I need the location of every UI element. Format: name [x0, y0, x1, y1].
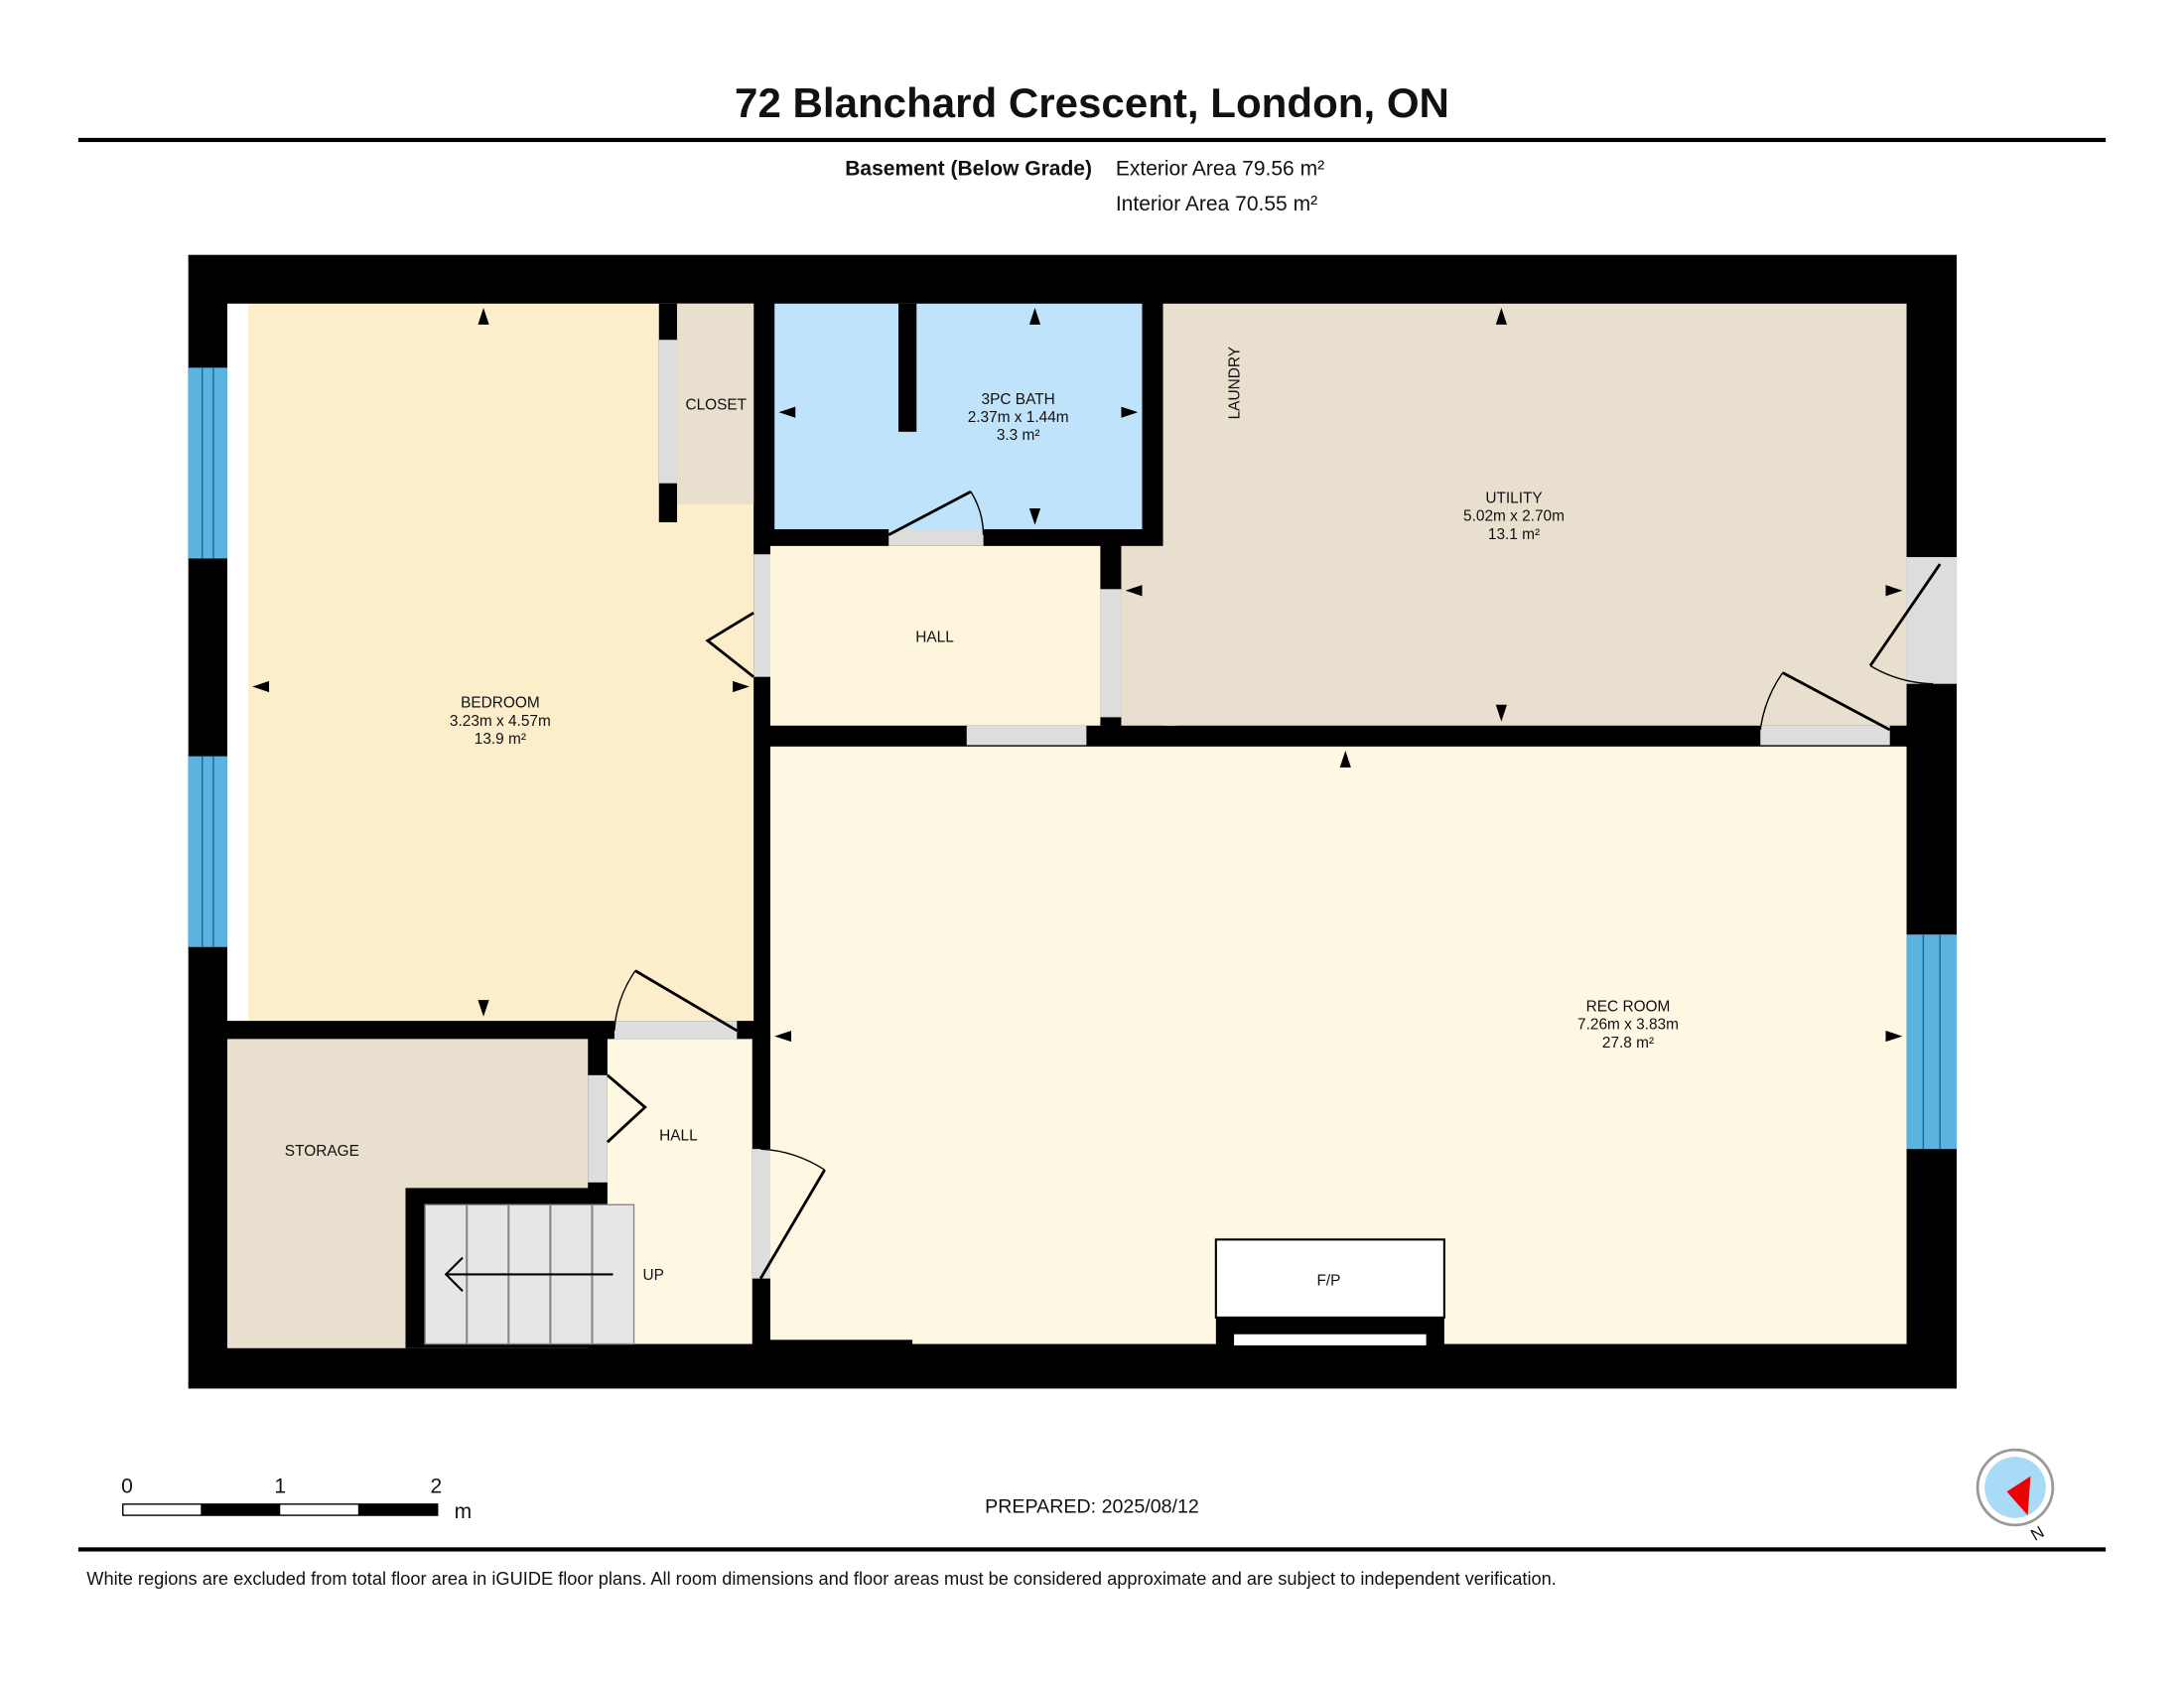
compass-icon: N: [1976, 1448, 2055, 1545]
bath-area: 3.3 m²: [997, 427, 1040, 444]
bath-label: 3PC BATH: [982, 391, 1055, 408]
stairs-arrow: [444, 1256, 614, 1292]
utility-area: 13.1 m²: [1488, 526, 1540, 543]
scale-unit: m: [455, 1500, 473, 1523]
room-hall-top: [769, 545, 1101, 726]
fireplace-label: F/P: [1316, 1273, 1340, 1290]
disclaimer: White regions are excluded from total fl…: [86, 1568, 1557, 1589]
compass-label: N: [2027, 1522, 2047, 1545]
bedroom-label: BEDROOM: [461, 695, 540, 712]
floor-name: Basement (Below Grade): [845, 158, 1092, 181]
closet-door: [658, 340, 678, 484]
hall-bottom-label: HALL: [659, 1128, 698, 1145]
window: [188, 367, 227, 559]
hall-top-label: HALL: [915, 630, 954, 646]
stairs-label: UP: [642, 1267, 663, 1284]
bath-dims: 2.37m x 1.44m: [968, 409, 1069, 426]
excluded-strip: [226, 303, 248, 1022]
bedroom-dims: 3.23m x 4.57m: [450, 713, 551, 730]
scale-tick: 2: [431, 1476, 443, 1498]
rec-dims: 7.26m x 3.83m: [1577, 1017, 1679, 1034]
window: [188, 756, 227, 947]
rec-label: REC ROOM: [1586, 998, 1671, 1015]
closet-label: CLOSET: [685, 396, 747, 413]
page-title: 72 Blanchard Crescent, London, ON: [735, 79, 1449, 126]
room-bath: [774, 303, 1143, 530]
exterior-area: Exterior Area 79.56 m²: [1116, 158, 1324, 181]
window: [1906, 934, 1958, 1150]
door-swings: [606, 490, 1942, 1280]
utility-dims: 5.02m x 2.70m: [1463, 508, 1565, 525]
prepared-date: PREPARED: 2025/08/12: [985, 1495, 1199, 1517]
scale-tick: 0: [121, 1476, 133, 1498]
scale-bar: 0 1 2 m: [121, 1476, 472, 1523]
footer-divider: [77, 1547, 2107, 1552]
bedroom-area: 13.9 m²: [475, 731, 526, 748]
laundry-label: LAUNDRY: [1227, 347, 1244, 419]
room-closet: [677, 303, 754, 504]
floor-plan: BEDROOM 3.23m x 4.57m 13.9 m² CLOSET 3PC…: [188, 254, 1958, 1389]
storage-label: STORAGE: [285, 1143, 359, 1160]
scale-tick: 1: [274, 1476, 286, 1498]
utility-label: UTILITY: [1485, 490, 1542, 506]
rec-area: 27.8 m²: [1602, 1035, 1654, 1052]
interior-area: Interior Area 70.55 m²: [1116, 193, 1317, 215]
dimension-arrows: [252, 307, 1903, 1043]
room-utility: [1162, 303, 1907, 726]
title-divider: [77, 137, 2107, 143]
